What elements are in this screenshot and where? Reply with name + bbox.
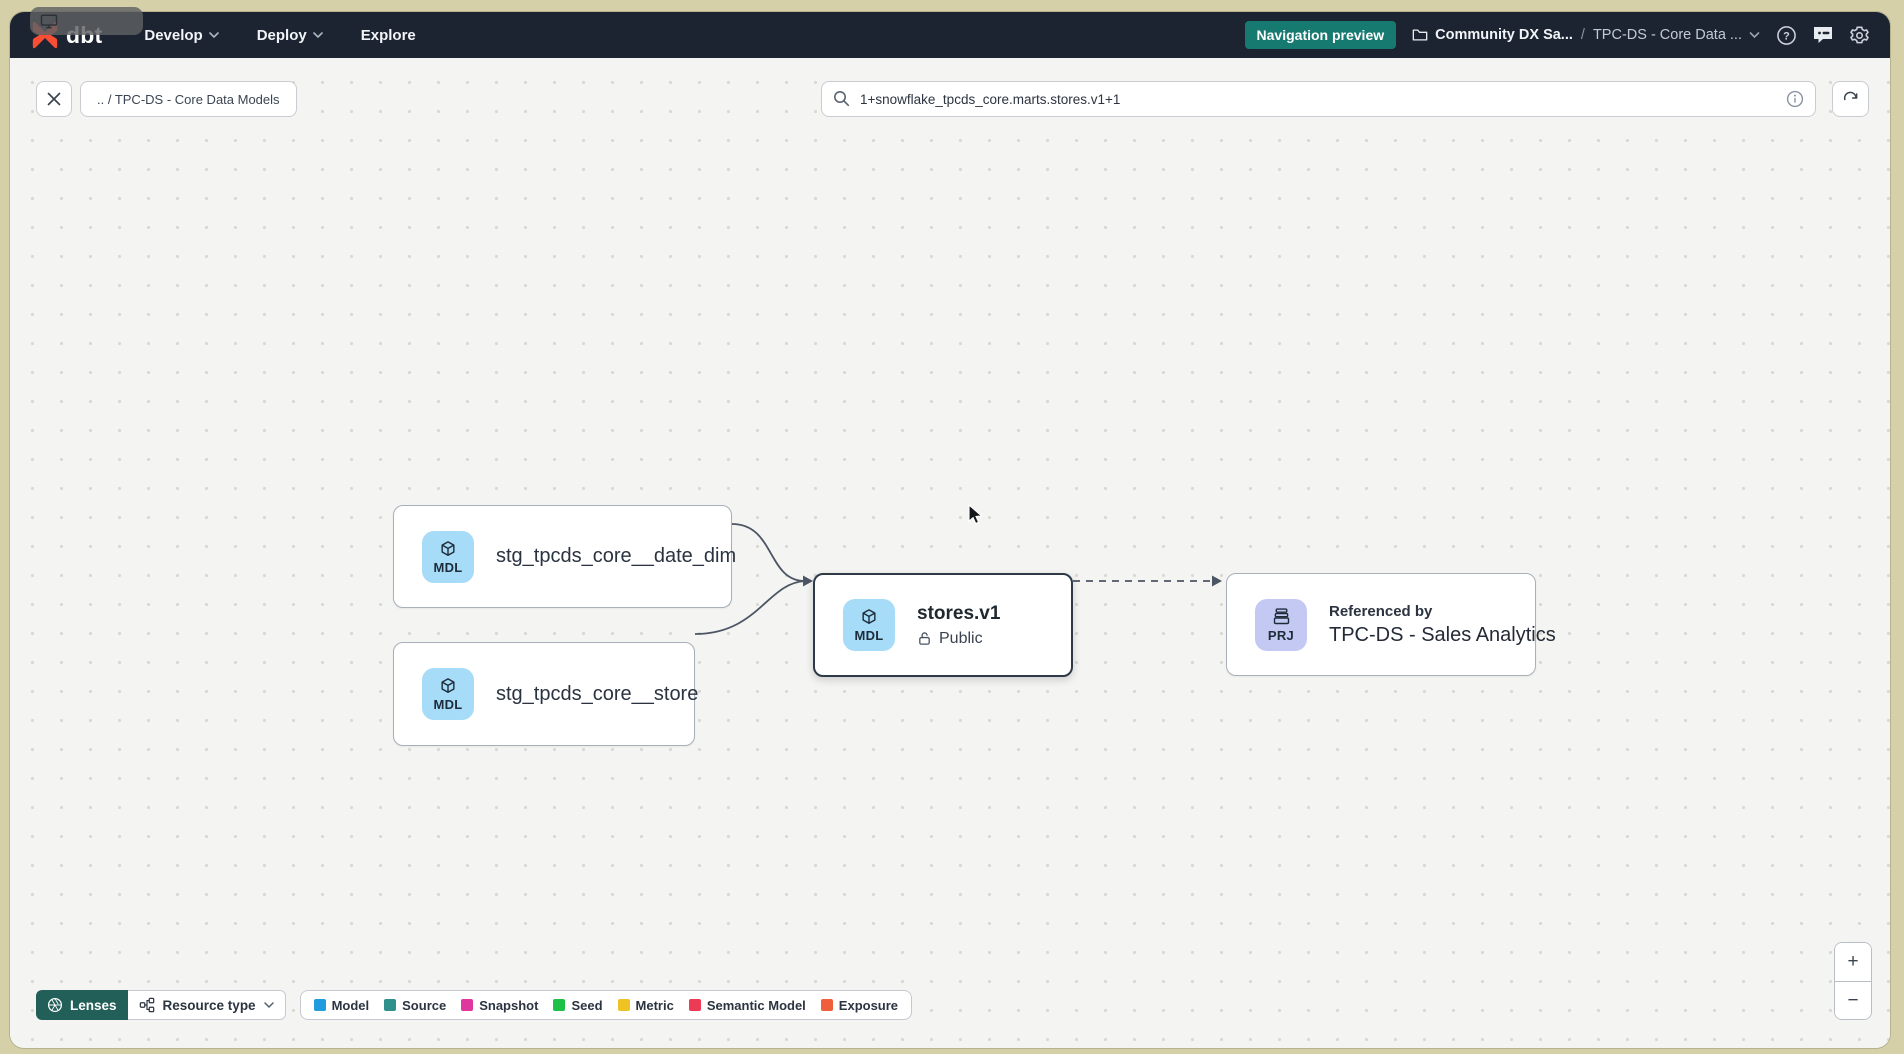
main-menu: Develop Deploy Explore [144,27,415,44]
resource-type-legend: Model Source Snapshot Seed Metric Semant… [299,990,913,1020]
top-navbar: dbt Develop Deploy Explore Navigation pr… [10,12,1890,58]
node-label: stg_tpcds_core__date_dim [496,545,737,567]
model-resource-icon: MDL [422,668,474,720]
breadcrumb: Community DX Sa... / TPC-DS - Core Data … [1412,27,1760,43]
legend-item-seed: Seed [553,998,603,1013]
node-title: stores.v1 [917,602,1001,624]
svg-text:?: ? [1783,30,1790,42]
navigation-preview-badge[interactable]: Navigation preview [1244,21,1397,49]
zoom-in-button[interactable]: + [1835,943,1871,981]
lenses-button[interactable]: Lenses [36,990,128,1020]
resource-type-dropdown[interactable]: Resource type [127,990,286,1020]
access-label: Public [939,629,983,647]
resource-badge: PRJ [1267,628,1295,643]
search-info-icon[interactable] [1786,90,1804,113]
lineage-search-input[interactable] [821,81,1816,117]
cube-icon [862,609,876,624]
edge-arrowhead-project [1212,575,1222,587]
legend-swatch [553,999,566,1011]
resource-badge: MDL [854,628,884,643]
chevron-down-icon [208,31,219,38]
cube-icon [441,678,455,693]
edge-date-dim-to-stores [731,523,806,582]
lineage-search [821,81,1816,117]
legend-item-semantic-model: Semantic Model [688,998,806,1013]
legend-item-exposure: Exposure [820,998,898,1013]
close-lineage-button[interactable] [36,81,72,117]
legend-item-model: Model [313,998,369,1013]
resource-graph-icon [139,997,154,1013]
legend-swatch [617,999,630,1011]
chevron-down-icon [1749,31,1760,38]
app-window: MDL stg_tpcds_core__date_dim MDL stg_tpc… [10,12,1890,1048]
lineage-breadcrumb-chip[interactable]: .. / TPC-DS - Core Data Models [80,81,297,117]
breadcrumb-separator: / [1580,27,1585,43]
project-name: TPC-DS - Sales Analytics [1329,623,1556,646]
cube-icon [441,540,455,556]
search-icon [833,90,850,112]
unlock-icon [919,632,930,645]
node-label: stg_tpcds_core__store [496,682,699,705]
model-node-stg-tpcds-core-store[interactable]: MDL stg_tpcds_core__store [393,642,699,746]
referenced-by-label: Referenced by [1329,602,1433,620]
refresh-lineage-button[interactable] [1832,81,1869,117]
display-icon [40,14,58,28]
close-icon [47,92,61,106]
menu-explore[interactable]: Explore [360,26,416,44]
legend-item-source: Source [384,998,446,1013]
breadcrumb-project[interactable]: Community DX Sa... [1412,27,1573,43]
lineage-canvas[interactable]: MDL stg_tpcds_core__date_dim MDL stg_tpc… [10,58,1890,1048]
project-node-sales-analytics[interactable]: PRJ Referenced by TPC-DS - Sales Analyti… [1226,573,1556,676]
resource-type-label: Resource type [162,997,256,1013]
legend-item-snapshot: Snapshot [461,998,538,1013]
breadcrumb-current-project[interactable]: TPC-DS - Core Data ... [1593,27,1760,43]
legend-swatch [820,999,833,1011]
legend-swatch [461,999,474,1011]
legend-swatch [313,999,326,1011]
folder-icon [1412,29,1428,41]
zoom-controls: + − [1834,942,1872,1020]
feedback-icon[interactable] [1812,25,1834,45]
menu-deploy[interactable]: Deploy [257,27,323,44]
model-node-stg-tpcds-core-date-dim[interactable]: MDL stg_tpcds_core__date_dim [393,505,736,608]
refresh-icon [1843,91,1858,100]
lens-aperture-icon [47,997,63,1013]
edge-arrowhead-stores [803,575,813,587]
chevron-down-icon [312,31,323,38]
model-resource-icon: MDL [843,599,895,651]
node-text: Referenced by TPC-DS - Sales Analytics [1329,603,1556,647]
legend-swatch [384,999,397,1011]
project-resource-icon: PRJ [1255,598,1307,651]
zoom-out-button[interactable]: − [1835,981,1871,1019]
resource-badge: MDL [433,697,463,712]
settings-gear-icon[interactable] [1849,25,1870,46]
lineage-edges [694,523,1222,635]
legend-item-metric: Metric [617,998,674,1013]
chevron-down-icon [263,1001,274,1008]
model-node-stores-v1-selected[interactable]: MDL stores.v1 Public [813,573,1073,677]
help-icon[interactable]: ? [1776,25,1797,46]
node-text: stores.v1 Public [917,603,1000,648]
menu-develop[interactable]: Develop [144,27,219,44]
legend-swatch [688,999,701,1011]
archive-icon [1273,608,1289,625]
screen-share-indicator [30,7,143,35]
resource-badge: MDL [433,559,463,575]
model-resource-icon: MDL [422,530,474,583]
lenses-label: Lenses [70,997,117,1013]
